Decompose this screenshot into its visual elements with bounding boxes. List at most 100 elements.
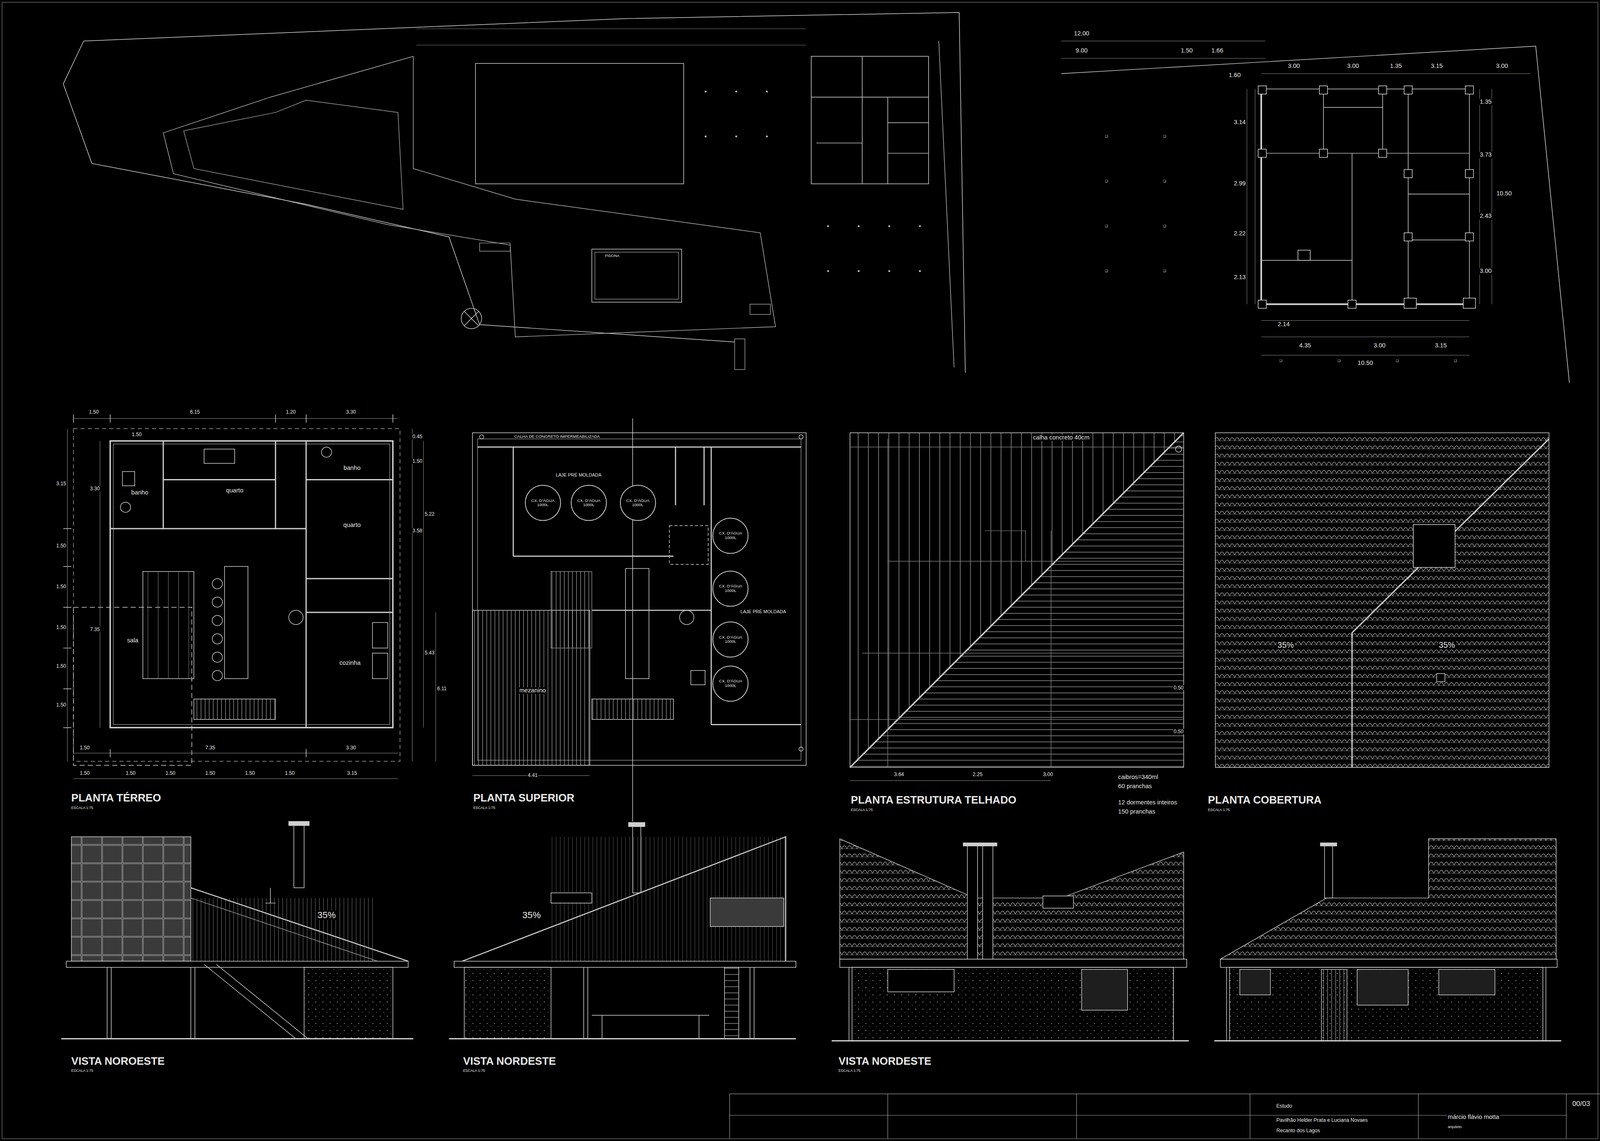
water-tank-circle: CX. D'ÁGUA1000L: [712, 621, 749, 658]
view-title: PLANTA COBERTURA: [1207, 794, 1323, 806]
drawing-label: 0.50: [1172, 728, 1185, 735]
view-title: PLANTA ESTRUTURA TELHADO: [850, 794, 1018, 806]
drawing-label: 7.35: [204, 745, 217, 751]
drawing-label: 1.50: [78, 745, 91, 751]
drawing-label: CALHA DE CONCRETO IMPERMEABILIZADA: [513, 434, 601, 439]
drawing-label: quarto: [225, 487, 245, 494]
drawing-label: 1.66: [1210, 47, 1225, 55]
drawing-label: 1.35: [1478, 98, 1493, 105]
drawing-label: 3.30: [89, 486, 101, 492]
tank-circle: [712, 571, 749, 607]
drawing-label: 6.15: [189, 409, 201, 415]
drawing-label: LAJE PRÉ MOLDADA: [739, 610, 787, 615]
tank-label: CX. D'ÁGUA: [626, 498, 650, 504]
view-title: VISTA NOROESTE: [70, 1055, 166, 1067]
drawing-label: 1.50: [130, 432, 143, 438]
drawing-label: 4.41: [527, 772, 539, 779]
drawing-label: calha concreto 40cm: [1032, 434, 1091, 441]
drawing-label: 2.25: [971, 771, 984, 778]
water-tank-circle: CX. D'ÁGUA1000L: [712, 570, 749, 608]
drawing-label: 2.14: [1277, 321, 1291, 328]
drawing-label: 1.50: [55, 543, 68, 549]
drawing-label: quarto: [342, 522, 362, 529]
drawing-label: caibros=340ml: [1117, 774, 1160, 781]
tank-label: 1000L: [725, 535, 737, 541]
drawing-label: LAJE PRÉ MOLDADA: [555, 472, 603, 478]
drawing-label: 3.00: [1042, 771, 1054, 778]
water-tank-circle: CX. D'ÁGUA1000L: [524, 484, 562, 522]
drawing-label: 150 pranchas: [1117, 809, 1157, 816]
view-title: PLANTA TÉRREO: [70, 792, 162, 804]
drawing-label: 3.58: [411, 527, 424, 534]
drawing-label: ESCALA 1:75: [850, 808, 874, 813]
drawing-label: ESCALA 1:75: [70, 1069, 95, 1074]
tank-label: 1000L: [725, 639, 737, 645]
drawing-label: Estudo: [1275, 1103, 1293, 1109]
tank-label: CX. D'ÁGUA: [531, 498, 555, 504]
tank-circle: [712, 517, 749, 554]
drawing-label: 35%: [521, 910, 542, 920]
drawing-label: banho: [130, 489, 150, 496]
drawing-label: 1.50: [55, 625, 68, 631]
drawing-label: 5.43: [423, 650, 436, 656]
drawing-label: 1.50: [78, 770, 91, 777]
drawing-label: 1.50: [411, 458, 424, 464]
drawing-label: 10.50: [1495, 190, 1513, 198]
drawing-label: ESCALA 1:75: [837, 1069, 862, 1074]
drawing-label: 1.50: [125, 770, 137, 777]
drawing-label: arquiteto: [1447, 1125, 1463, 1130]
view-title: VISTA NORDESTE: [462, 1055, 557, 1067]
tank-label: CX. D'ÁGUA: [719, 584, 743, 589]
water-tank-circle: CX. D'ÁGUA1000L: [712, 517, 749, 555]
drawing-label: 3.00: [1478, 268, 1493, 275]
drawing-label: Recanto dos Lagos: [1275, 1127, 1321, 1134]
tank-circle: [712, 665, 749, 702]
water-tank-circle: CX. D'ÁGUA1000L: [619, 484, 657, 522]
tank-circle: [571, 485, 607, 521]
tank-circle: [620, 485, 656, 521]
view-title: VISTA NORDESTE: [837, 1055, 933, 1067]
drawing-label: 1.35: [1389, 62, 1403, 70]
drawing-label: ESCALA 1:75: [70, 806, 95, 810]
drawing-label: 2.43: [1478, 212, 1493, 220]
drawing-label: 1.60: [1227, 72, 1242, 79]
drawing-label: 6.11: [436, 686, 448, 692]
drawing-label: 1.50: [284, 770, 296, 777]
drawing-label: 7.35: [89, 627, 101, 633]
drawing-label: 3.00: [1346, 62, 1360, 70]
drawing-label: 1.50: [1180, 47, 1194, 55]
tank-label: 1000L: [632, 502, 644, 508]
drawing-label: 3.00: [1287, 62, 1301, 70]
drawing-label: 9.00: [1075, 47, 1089, 55]
drawing-label: 0.50: [1172, 685, 1185, 691]
drawing-label: banho: [342, 465, 362, 472]
drawing-label: Pavilhão Helder Prata e Luciana Novaes: [1275, 1117, 1369, 1124]
drawing-label: 0.45: [411, 434, 424, 440]
drawing-label: 00/03: [1571, 1100, 1591, 1108]
tank-label: 1000L: [582, 502, 595, 508]
drawing-label: 3.14: [1232, 119, 1247, 126]
drawing-label: 2.22: [1232, 230, 1247, 237]
drawing-label: 1.50: [55, 584, 68, 590]
tank-circle: [712, 622, 749, 658]
drawing-label: 35%: [1276, 640, 1295, 650]
drawing-label: 5.22: [423, 511, 436, 518]
drawing-label: mezanino: [518, 687, 548, 694]
drawing-label: 1.50: [55, 702, 68, 708]
drawing-label: 3.64: [893, 771, 905, 778]
drawing-label: 10.50: [1356, 360, 1374, 367]
tank-label: CX. D'ÁGUA: [719, 635, 743, 640]
drawing-label: cozinha: [338, 660, 362, 667]
tank-label: CX. D'ÁGUA: [719, 679, 743, 684]
drawing-label: 1.50: [204, 770, 217, 777]
drawing-label: 3.15: [346, 770, 358, 777]
tank-label: CX. D'ÁGUA: [577, 498, 601, 504]
drawing-label: ESCALA 1:75: [472, 806, 497, 810]
drawing-label: 3.15: [1430, 62, 1444, 70]
tank-circle: [525, 485, 561, 521]
drawing-label: 35%: [1437, 640, 1456, 650]
drawing-label: 3.30: [345, 745, 358, 751]
view-title: PLANTA SUPERIOR: [472, 792, 576, 804]
